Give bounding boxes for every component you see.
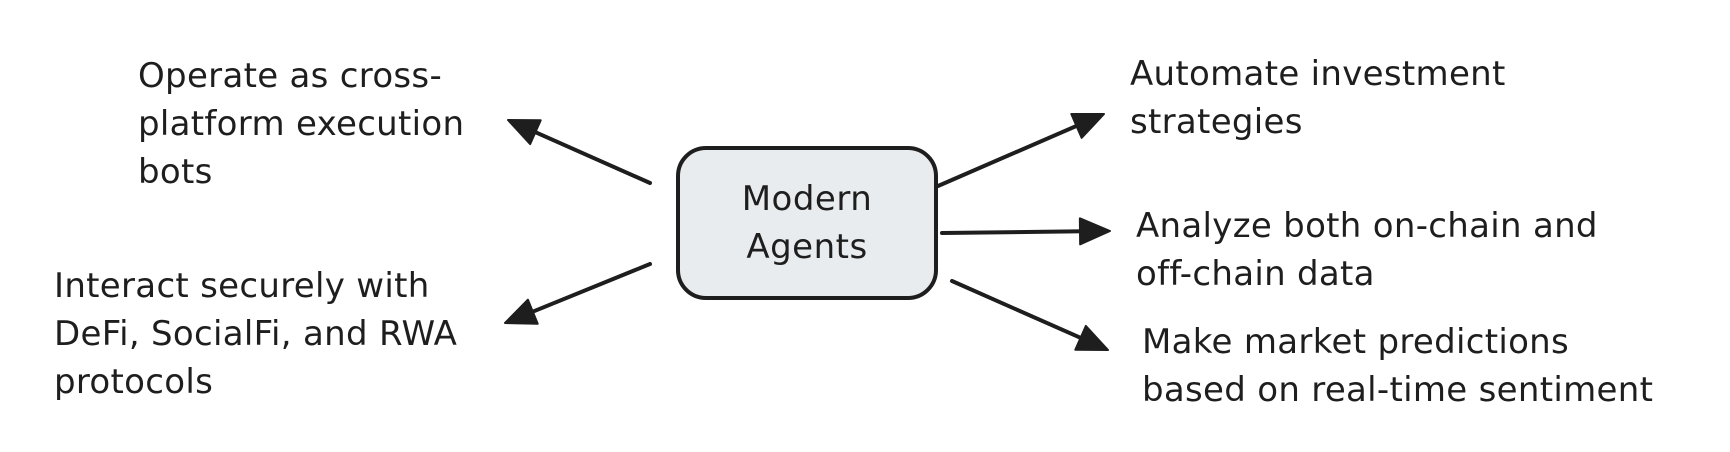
branch-label-interact-securely: Interact securely with DeFi, SocialFi, a… (54, 262, 457, 406)
arrowhead-icon (1078, 217, 1111, 246)
arrow-to-automate-strategies (936, 113, 1105, 188)
arrowhead-icon (1074, 324, 1109, 351)
arrow-to-market-predictions (950, 279, 1109, 351)
branch-label-line: Operate as cross- (138, 56, 443, 96)
arrow-shaft (940, 229, 1087, 235)
branch-label-line: DeFi, SocialFi, and RWA (54, 314, 458, 354)
branch-label-line: Make market predictions (1142, 322, 1570, 362)
branch-label-line: platform execution (138, 104, 465, 144)
branch-label-line: based on real-time sentiment (1142, 370, 1654, 410)
arrowhead-icon (1070, 113, 1105, 139)
branch-label-automate-strategies: Automate investment strategies (1130, 50, 1506, 146)
arrow-shaft (527, 262, 652, 316)
branch-label-line: Interact securely with (54, 266, 430, 306)
arrowhead-icon (507, 119, 542, 146)
central-node-modern-agents: Modern Agents (676, 146, 938, 300)
arrow-to-cross-platform-bots (507, 119, 652, 185)
branch-label-line: bots (138, 152, 213, 192)
branch-label-cross-platform-bots: Operate as cross- platform execution bot… (138, 52, 464, 196)
arrow-shaft (936, 122, 1083, 188)
arrow-to-analyze-data (940, 217, 1111, 246)
central-node-line: Modern (741, 179, 873, 219)
arrow-to-interact-securely (504, 262, 652, 325)
central-node-line: Agents (746, 227, 868, 267)
arrow-shaft (950, 279, 1087, 342)
branch-label-line: Automate investment (1130, 54, 1506, 94)
arrowhead-icon (504, 298, 539, 325)
branch-label-line: strategies (1130, 102, 1303, 142)
arrow-shaft (529, 128, 652, 185)
branch-label-line: off-chain data (1136, 254, 1375, 294)
branch-label-analyze-data: Analyze both on-chain and off-chain data (1136, 202, 1598, 298)
branch-label-line: Analyze both on-chain and (1136, 206, 1598, 246)
branch-label-line: protocols (54, 362, 214, 402)
branch-label-market-predictions: Make market predictions based on real-ti… (1142, 318, 1653, 414)
